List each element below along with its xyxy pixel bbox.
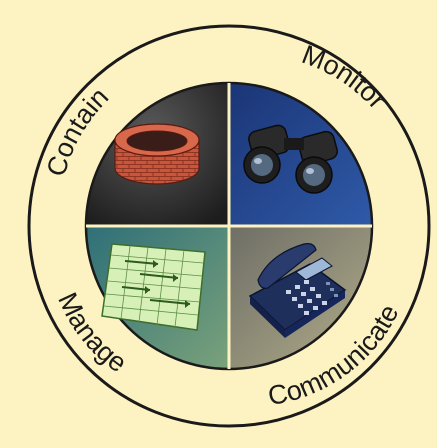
brick-wall-ring-icon xyxy=(114,123,200,185)
spreadsheet-chart-icon xyxy=(101,243,206,331)
binoculars-icon xyxy=(243,124,338,194)
desk-phone-icon xyxy=(248,243,347,338)
